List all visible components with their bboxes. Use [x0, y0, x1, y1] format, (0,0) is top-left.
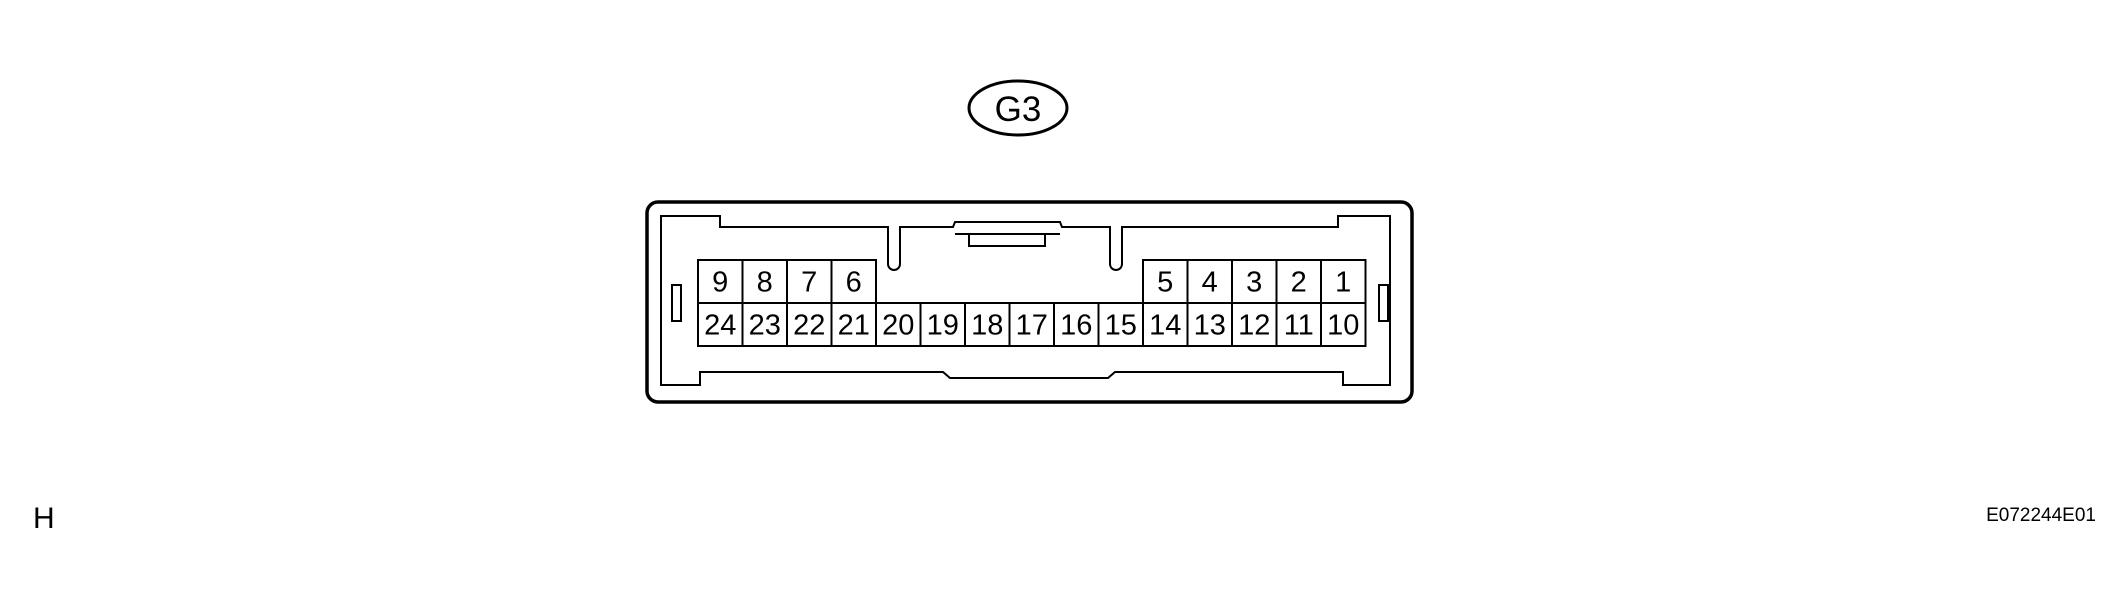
top-row-pin-5: 5 — [1142, 259, 1189, 304]
pin-number: 24 — [704, 310, 736, 342]
top-row-pin-1: 1 — [1320, 259, 1367, 304]
pin-number: 20 — [882, 310, 914, 342]
bottom-row-pin-23: 23 — [741, 302, 788, 347]
connector-body — [645, 200, 1414, 404]
top-row-pin-9: 9 — [697, 259, 744, 304]
pin-number: 18 — [971, 310, 1003, 342]
pin-number: 11 — [1284, 310, 1314, 342]
bottom-row-pin-13: 13 — [1186, 302, 1233, 347]
bottom-row-pin-17: 17 — [1008, 302, 1055, 347]
bottom-row-pin-10: 10 — [1320, 302, 1367, 347]
pin-number: 9 — [712, 267, 728, 299]
pin-number: 23 — [749, 310, 781, 342]
bottom-row-pin-21: 21 — [830, 302, 877, 347]
bottom-row-pin-22: 22 — [786, 302, 833, 347]
page-code: H — [33, 502, 55, 535]
connector-code-label: G3 — [967, 79, 1069, 137]
bottom-row-pin-19: 19 — [919, 302, 966, 347]
bottom-row-pin-20: 20 — [875, 302, 922, 347]
bottom-row-pin-12: 12 — [1231, 302, 1278, 347]
pin-number: 12 — [1238, 310, 1270, 342]
pin-number: 8 — [757, 267, 773, 299]
pin-number: 14 — [1149, 310, 1181, 342]
pin-number: 19 — [927, 310, 959, 342]
pin-number: 5 — [1157, 267, 1173, 299]
pin-number: 3 — [1246, 267, 1262, 299]
top-row-pin-7: 7 — [786, 259, 833, 304]
bottom-row-pin-18: 18 — [964, 302, 1011, 347]
pin-number: 15 — [1105, 310, 1137, 342]
pin-number: 10 — [1327, 310, 1359, 342]
bottom-row-pin-14: 14 — [1142, 302, 1189, 347]
pin-number: 6 — [846, 267, 862, 299]
connector-code-ellipse — [967, 79, 1069, 137]
connector-left-guide-tab — [671, 284, 682, 322]
pin-number: 7 — [801, 267, 817, 299]
top-row-pin-8: 8 — [741, 259, 788, 304]
top-row-pin-4: 4 — [1186, 259, 1233, 304]
top-row-pin-3: 3 — [1231, 259, 1278, 304]
pin-number: 22 — [793, 310, 825, 342]
pin-number: 16 — [1060, 310, 1092, 342]
pin-number: 13 — [1194, 310, 1226, 342]
pin-number: 17 — [1016, 310, 1048, 342]
pin-cell-box — [1320, 302, 1367, 347]
connector-inner-outline — [660, 215, 1391, 386]
pin-number: 21 — [838, 310, 870, 342]
connector-right-guide-tab — [1378, 284, 1389, 322]
top-row-pin-6: 6 — [830, 259, 877, 304]
pin-number: 4 — [1202, 267, 1218, 299]
connector-code-text: G3 — [995, 90, 1042, 129]
top-row-pin-2: 2 — [1275, 259, 1322, 304]
connector-outer-housing — [645, 200, 1414, 404]
figure-id: E072244E01 — [1986, 505, 2096, 526]
bottom-row-pin-11: 11 — [1275, 302, 1322, 347]
pin-number: 1 — [1335, 267, 1351, 299]
bottom-row-pin-15: 15 — [1097, 302, 1144, 347]
connector-latch-key — [968, 233, 1046, 247]
pin-number: 2 — [1291, 267, 1307, 299]
bottom-row-pin-24: 24 — [697, 302, 744, 347]
bottom-row-pin-16: 16 — [1053, 302, 1100, 347]
